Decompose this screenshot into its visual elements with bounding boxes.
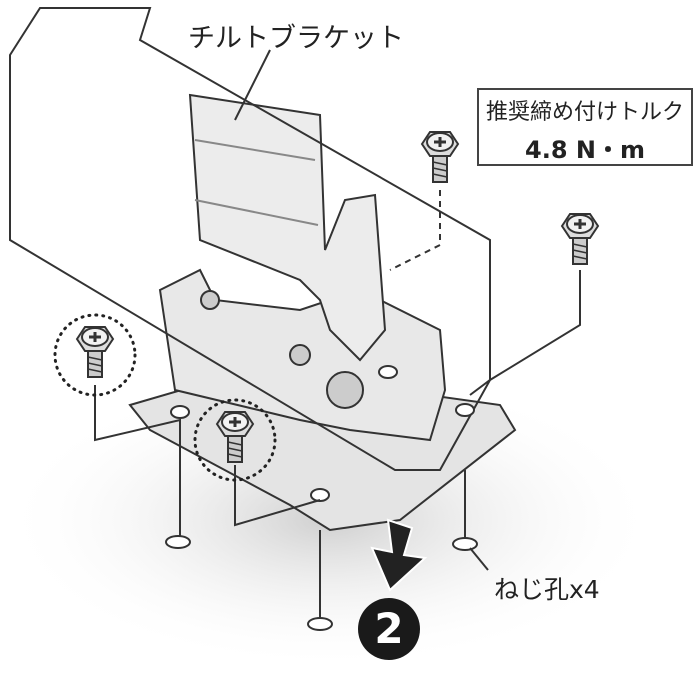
tv-panel-outline — [9, 7, 491, 471]
screw-icon — [420, 130, 460, 184]
screw-icon — [560, 212, 600, 266]
step-number-badge: 2 — [358, 598, 420, 660]
torque-label: 推奨締め付けトルク — [485, 100, 684, 125]
torque-value: 4.8 N・m — [525, 136, 645, 164]
down-arrow-icon — [370, 518, 428, 592]
screw-icon — [75, 325, 115, 379]
screw-holes-label: ねじ孔x4 — [494, 575, 600, 604]
tilt-bracket-label: チルトブラケット — [188, 23, 404, 54]
torque-box: 推奨締め付けトルク 4.8 N・m — [477, 88, 693, 166]
